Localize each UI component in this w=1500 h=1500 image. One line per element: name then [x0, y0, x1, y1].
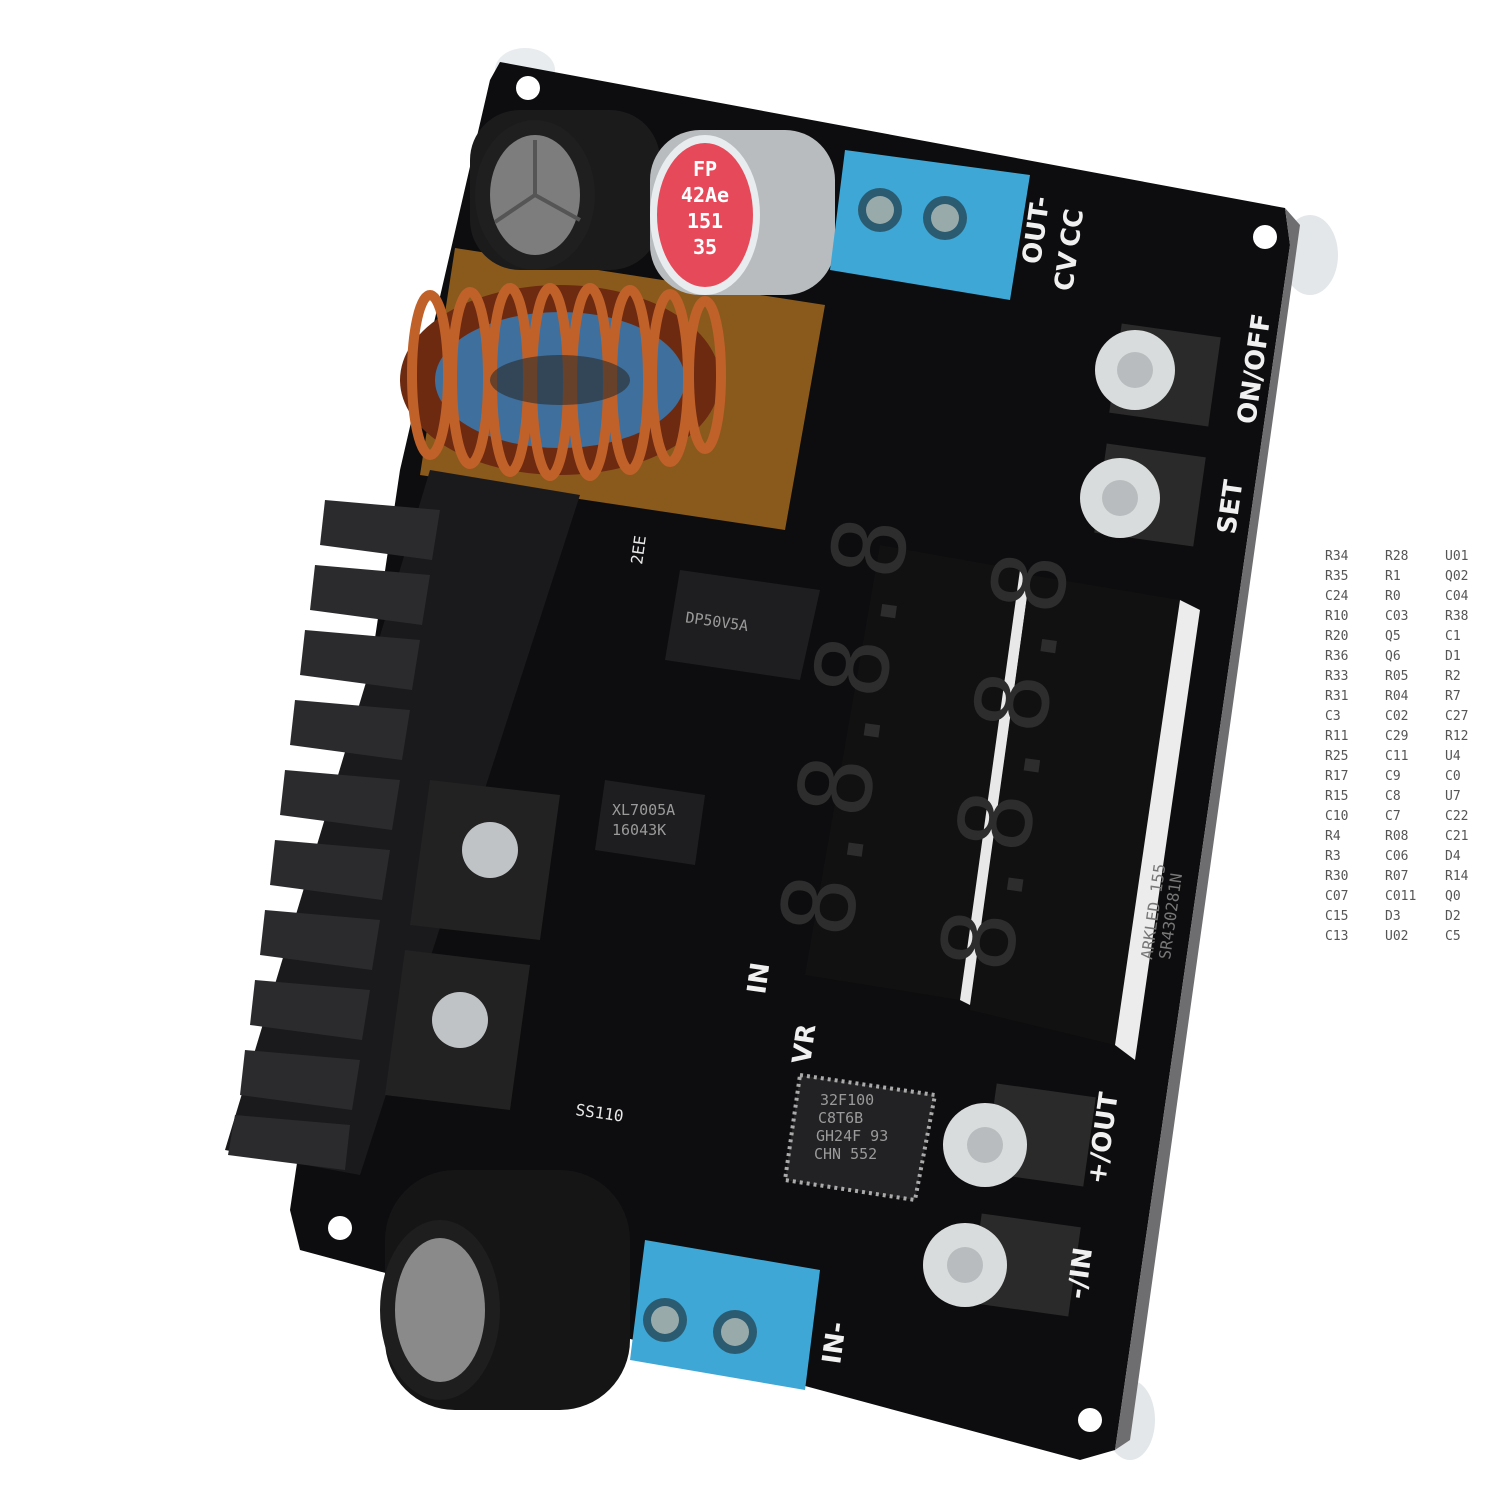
label-cc: CC [1055, 207, 1090, 249]
reference-designator: R34 [1325, 549, 1349, 564]
reference-designator: R31 [1325, 689, 1348, 704]
capacitor-print-line: 42Ae [681, 183, 729, 207]
reference-designator: Q5 [1385, 629, 1401, 644]
reference-designator: U4 [1445, 749, 1461, 764]
label-vr: VR [787, 1022, 822, 1066]
mcu-chip-marking: CHN 552 [814, 1145, 877, 1163]
reference-designator: C04 [1445, 589, 1469, 604]
reference-designator: Q6 [1385, 649, 1401, 664]
toroidal-inductor [400, 283, 726, 481]
reference-designator: C8 [1385, 789, 1401, 804]
reference-designator: C03 [1385, 609, 1408, 624]
reference-designator: R05 [1385, 669, 1408, 684]
mosfet-q02 [410, 780, 560, 940]
input-terminal-block[interactable] [630, 1240, 820, 1390]
capacitor-print-line: 151 [687, 209, 723, 233]
input-capacitor [380, 1170, 630, 1410]
reference-designator: C06 [1385, 849, 1408, 864]
reference-designator: C15 [1325, 909, 1348, 924]
reference-designator: C07 [1325, 889, 1348, 904]
reference-designator: C7 [1385, 809, 1401, 824]
reference-designator: R04 [1385, 689, 1409, 704]
mcu-chip-marking: 32F100 [820, 1091, 874, 1109]
reference-designator: C1 [1445, 629, 1461, 644]
reference-designator: R28 [1385, 549, 1408, 564]
reference-designator: R12 [1445, 729, 1468, 744]
reference-designator: R3 [1325, 849, 1341, 864]
label-in: IN [742, 961, 776, 996]
mcu-chip-marking: GH24F 93 [816, 1127, 888, 1145]
capacitor-print-line: 35 [693, 235, 717, 259]
heatsink [225, 470, 580, 1175]
reference-designator: R08 [1385, 829, 1408, 844]
reference-designator: C5 [1445, 929, 1461, 944]
mounting-holes [328, 76, 1277, 1432]
reference-designator: C13 [1325, 929, 1348, 944]
driver-chip: DP50V5A [665, 570, 820, 680]
reference-designator: C3 [1325, 709, 1341, 724]
electrolytic-capacitor-fp: FP 42Ae 151 35 [650, 130, 835, 295]
reference-designator: C011 [1385, 889, 1416, 904]
reference-designator: R10 [1325, 609, 1348, 624]
reference-designator: C21 [1445, 829, 1468, 844]
label-in-minus: IN- [817, 1320, 853, 1366]
reference-designator: R25 [1325, 749, 1348, 764]
reference-designator: R30 [1325, 869, 1348, 884]
reference-designator: C11 [1385, 749, 1408, 764]
regulator-chip-marking: XL7005A [612, 801, 675, 819]
reference-designator: R11 [1325, 729, 1348, 744]
regulator-chip: XL7005A 16043K [595, 780, 705, 865]
inductor-code: 2EE [627, 534, 650, 565]
plus-out-button[interactable] [943, 1083, 1096, 1187]
reference-designator: R7 [1445, 689, 1461, 704]
reference-designator: Q0 [1445, 889, 1461, 904]
reference-designator: U02 [1385, 929, 1408, 944]
label-minus-in: -/IN [1062, 1246, 1099, 1301]
reference-designator: C9 [1385, 769, 1401, 784]
minus-in-button[interactable] [923, 1213, 1081, 1317]
reference-designator: C0 [1445, 769, 1461, 784]
reference-designator: R4 [1325, 829, 1341, 844]
reference-designator: U7 [1445, 789, 1461, 804]
reference-designator: C02 [1385, 709, 1408, 724]
reference-designator: R36 [1325, 649, 1348, 664]
reference-designator: R35 [1325, 569, 1348, 584]
on-off-button[interactable] [1095, 323, 1221, 427]
reference-designator: D3 [1385, 909, 1401, 924]
reference-designator: R15 [1325, 789, 1348, 804]
regulator-chip-marking: 16043K [612, 821, 666, 839]
reference-designator: R33 [1325, 669, 1348, 684]
reference-designator: Q02 [1445, 569, 1468, 584]
mcu-chip: 32F100 C8T6B GH24F 93 CHN 552 [782, 1072, 938, 1203]
label-cv: CV [1049, 250, 1084, 293]
reference-designator: D4 [1445, 849, 1461, 864]
reference-designator: D2 [1445, 909, 1461, 924]
reference-designator: C29 [1385, 729, 1408, 744]
electrolytic-capacitor-black [470, 110, 660, 270]
reference-designator: C24 [1325, 589, 1349, 604]
reference-designator: R0 [1385, 589, 1401, 604]
reference-designator: C22 [1445, 809, 1468, 824]
reference-designator: C10 [1325, 809, 1348, 824]
reference-designator: R20 [1325, 629, 1348, 644]
set-button[interactable] [1080, 443, 1206, 547]
capacitor-print-line: FP [693, 157, 717, 181]
output-terminal-block[interactable] [830, 150, 1030, 300]
reference-designator: R17 [1325, 769, 1348, 784]
mcu-chip-marking: C8T6B [818, 1109, 863, 1127]
mosfet-q01 [385, 950, 530, 1110]
reference-designator: R14 [1445, 869, 1469, 884]
reference-designator: R07 [1385, 869, 1408, 884]
reference-designator: R1 [1385, 569, 1401, 584]
reference-designator: R2 [1445, 669, 1461, 684]
reference-designator: C27 [1445, 709, 1468, 724]
reference-designator: R38 [1445, 609, 1468, 624]
component-reference-labels: R34R35C24R10R20R36R33R31C3R11R25R17R15C1… [1325, 549, 1469, 944]
reference-designator: U01 [1445, 549, 1468, 564]
reference-designator: D1 [1445, 649, 1461, 664]
